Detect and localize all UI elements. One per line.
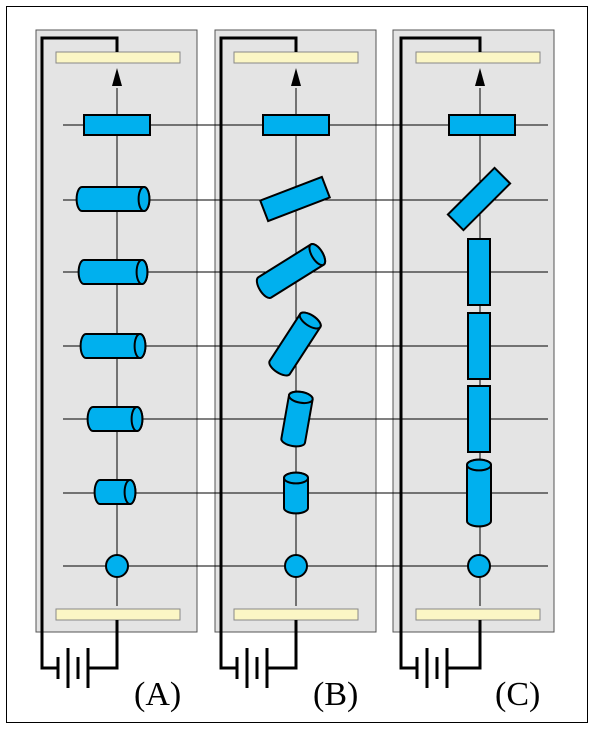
liquid-crystal-rod (466, 458, 492, 528)
liquid-crystal-rod-end-on (284, 554, 308, 578)
liquid-crystal-rod (258, 175, 332, 223)
rod-body (83, 114, 151, 136)
panel-a-label: (A) (134, 676, 181, 713)
liquid-crystal-rod (448, 114, 516, 136)
liquid-crystal-rod (268, 311, 322, 377)
wire (40, 36, 119, 670)
rod-end-cap (283, 471, 309, 485)
panel-b-label: (B) (313, 676, 358, 713)
rod-end-cap (466, 458, 492, 472)
arrow-up-icon (112, 68, 122, 86)
rod-end-cap (123, 479, 137, 505)
liquid-crystal-rod (467, 312, 491, 380)
rod-end-cap (135, 259, 149, 285)
panel-c-bottom-electrode (415, 608, 541, 621)
panel-b-bottom-electrode (233, 608, 359, 621)
liquid-crystal-rods (75, 114, 516, 578)
rod-end-cap (130, 406, 144, 432)
battery-icon (56, 648, 90, 688)
panel-b-top-electrode (233, 51, 359, 64)
liquid-crystal-rod (467, 385, 491, 453)
wire (88, 620, 119, 670)
rod-body (467, 385, 491, 453)
rod-end-cap (287, 390, 314, 405)
rod-end-cap (308, 243, 327, 267)
battery-icon (235, 648, 269, 688)
rod-end-cap (137, 186, 151, 212)
wire (447, 620, 482, 670)
rod-body (467, 312, 491, 380)
liquid-crystal-rod (467, 238, 491, 306)
liquid-crystal-rod-end-on (467, 554, 491, 578)
panel-c-label: (C) (495, 676, 540, 713)
liquid-crystal-rod (86, 406, 144, 432)
arrows (112, 68, 485, 86)
liquid-crystal-rod (83, 114, 151, 136)
panel-a-top-electrode (55, 51, 181, 64)
wire (399, 36, 482, 670)
panel-a-bottom-electrode (55, 608, 181, 621)
outer-frame (6, 6, 588, 723)
liquid-crystal-rod (280, 390, 314, 448)
panel-c-top-electrode (415, 51, 541, 64)
panel-labels: (A) (B) (C) (134, 676, 540, 713)
arrow-up-icon (291, 68, 301, 86)
liquid-crystal-rod (255, 243, 327, 299)
rod-end-cap (298, 311, 322, 330)
circuits (40, 36, 482, 688)
liquid-crystal-rod (262, 114, 330, 136)
liquid-crystal-rod (93, 479, 137, 505)
liquid-crystal-rod (79, 333, 147, 359)
liquid-crystal-rod-end-on (105, 554, 129, 578)
liquid-crystal-rod (75, 186, 151, 212)
rod-body (262, 114, 330, 136)
rod-body (446, 166, 512, 232)
wire (219, 36, 298, 670)
electrodes (55, 51, 541, 621)
liquid-crystal-rod (283, 471, 309, 515)
wire (267, 620, 298, 670)
rod-body (258, 175, 332, 223)
rod-end-cap (133, 333, 147, 359)
rod-body (467, 238, 491, 306)
arrow-up-icon (475, 68, 485, 86)
battery-icon (415, 648, 449, 688)
liquid-crystal-rod (446, 166, 512, 232)
liquid-crystal-rod (77, 259, 149, 285)
rod-body (448, 114, 516, 136)
